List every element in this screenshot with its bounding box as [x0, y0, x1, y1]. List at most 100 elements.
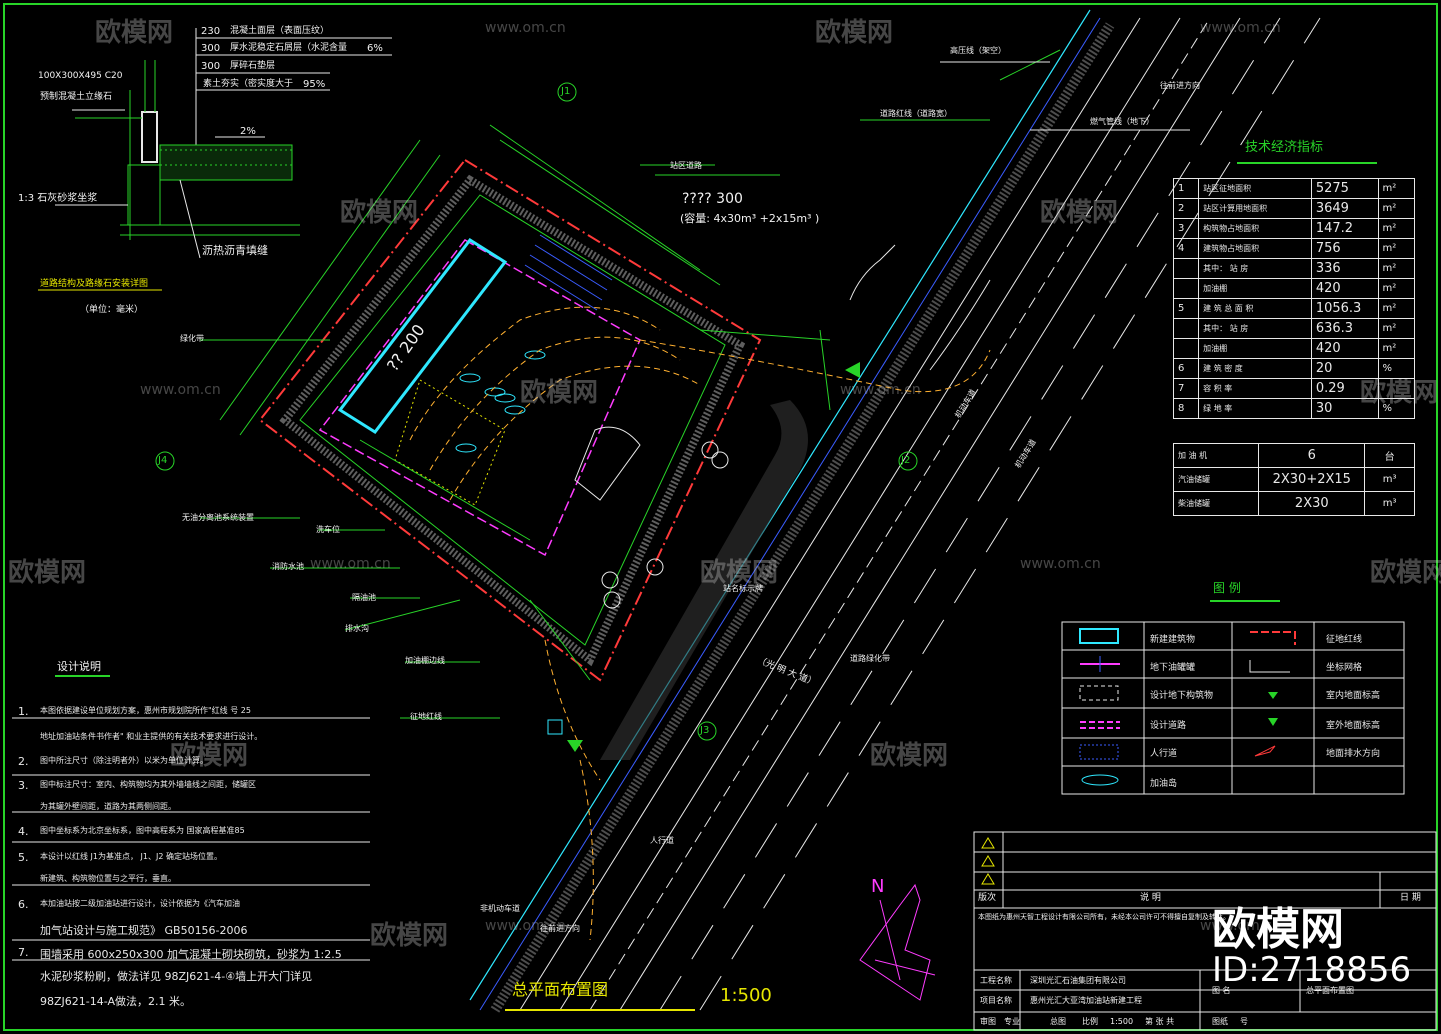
watermark-url: www.om.cn — [310, 556, 391, 572]
tech-cell-unit: m² — [1377, 218, 1416, 239]
tech-cell-no: 5 — [1172, 298, 1200, 319]
tech-cell-val: 1056.3 — [1310, 298, 1379, 319]
tech-cell-name: 加油棚 — [1198, 278, 1312, 299]
tech-cell-val: 336 — [1310, 258, 1379, 279]
road-detail-title: 道路结构及路缘石安装详图 — [40, 279, 149, 289]
tb-foot-cell: 第 张 共 — [1145, 1017, 1175, 1026]
watermark-brand: 欧模网 — [340, 198, 419, 228]
tech-cell-name: 加油棚 — [1198, 338, 1312, 359]
tech-cell-no: 2 — [1172, 198, 1200, 219]
tech-cell-unit: % — [1377, 358, 1416, 379]
tech-cell-unit: % — [1377, 398, 1416, 419]
tb-foot-cell: 审图 — [980, 1017, 996, 1026]
note-text: 加气站设计与施工规范》 GB50156-2006 — [40, 924, 248, 937]
watermark-url: www.om.cn — [1200, 918, 1281, 934]
tech-cell-val: 5275 — [1310, 178, 1379, 199]
label-oil-trap: 隔油池 — [352, 593, 376, 602]
marker-j2: J2 — [901, 455, 911, 466]
north-arrow — [859, 883, 936, 1001]
legend-label: 人行道 — [1150, 749, 1178, 759]
legend-label: 征地红线 — [1326, 635, 1363, 645]
watermark-brand: 欧模网 — [95, 18, 174, 48]
watermark-url: www.om.cn — [840, 382, 921, 398]
note-number: 1. — [18, 705, 29, 718]
note-text: 本图依据建设单位规划方案，惠州市规划院所作"红线 号 25 — [40, 706, 251, 715]
layer-desc: 素土夯实（密实度大于 — [203, 79, 294, 89]
note-text: 本设计以红线 J1为基准点， J1、J2 确定站场位置。 — [40, 852, 222, 861]
legend-label: 地下油罐罐 — [1150, 663, 1196, 673]
notes-title: 设计说明 — [57, 660, 101, 673]
watermark-url: www.om.cn — [485, 20, 566, 36]
layer-value: 6% — [367, 43, 383, 54]
watermark-url: www.om.cn — [1200, 20, 1281, 36]
tech-cell-val: 420 — [1310, 278, 1379, 299]
tech-cell-val: 30 — [1310, 398, 1379, 419]
tb-copyright: 本图纸为惠州天智工程设计有限公司所有，未经本公司许可不得擅自复制及转让。 — [978, 913, 1230, 921]
note-text: 图中坐标系为北京坐标系，图中高程系为 国家高程基准85 — [40, 826, 245, 835]
legend-label: 地面排水方向 — [1326, 749, 1381, 759]
tb-foot-cell: 号 — [1240, 1017, 1248, 1026]
road-detail-drawing — [38, 28, 392, 291]
label-grass: 绿化带 — [180, 334, 204, 343]
label-green-belt: 道路绿化带 — [850, 654, 890, 663]
tech-table-title: 技术经济指标 — [1245, 140, 1324, 155]
label-lane4: 往前进方向 — [540, 924, 580, 933]
tb-foot-cell: 1:500 — [1110, 1017, 1134, 1026]
tb-drawing-label: 图 名 — [1212, 986, 1231, 995]
north-label: N — [871, 876, 885, 897]
tech-cell-name: 建 筑 密 度 — [1198, 358, 1312, 379]
tech-cell-val: 636.3 — [1310, 318, 1379, 339]
note-text: 为其罐外壁间距，道路为其两侧间距。 — [40, 802, 176, 811]
plan-title: 总平面布置图 — [512, 980, 609, 999]
tech-cell-val: 3649 — [1310, 198, 1379, 219]
note-text: 图中所注尺寸（除注明者外）以米为单位计算。 — [40, 756, 208, 765]
note-number: 7. — [18, 946, 29, 959]
tech-cell-val: 20 — [1310, 358, 1379, 379]
label-high-voltage: 高压线（架空） — [950, 46, 1006, 55]
tech-cell-name: 其中： 站 房 — [1198, 318, 1312, 339]
curb-label: 预制混凝土立缘石 — [40, 92, 113, 102]
note-number: 3. — [18, 779, 29, 792]
marker-j3: J3 — [700, 725, 710, 736]
tb-version: 版次 — [978, 893, 997, 903]
tech-cell-no — [1172, 258, 1200, 279]
marker-j1: J1 — [561, 86, 571, 97]
note-text: 新建筑、构筑物位置与之平行，垂直。 — [40, 874, 176, 883]
label-canopy-edge: 加油棚边线 — [405, 656, 445, 665]
tech-cell-unit: m² — [1377, 338, 1416, 359]
watermark-url: www.om.cn — [140, 382, 221, 398]
note-text: 地址加油站条件书作者" 和业主提供的有关技术要求进行设计。 — [40, 732, 263, 741]
label-land-line: 征地红线 — [410, 712, 442, 721]
tech-cell-name: 构筑物占地面积 — [1198, 218, 1312, 239]
mortar-label: 1:3 石灰砂浆坐浆 — [18, 193, 98, 204]
equip-cell-name: 柴油储罐 — [1172, 491, 1260, 516]
layer-thickness: 300 — [201, 61, 221, 72]
legend-label: 新建建筑物 — [1150, 635, 1196, 645]
layer-thickness: 230 — [201, 26, 221, 37]
label-sign: 站名标示牌 — [723, 584, 763, 593]
equip-cell-unit: m³ — [1364, 467, 1415, 492]
legend-label: 室内地面标高 — [1326, 691, 1381, 701]
tb-project-label: 工程名称 — [980, 976, 1012, 985]
tb-description: 说 明 — [1140, 893, 1161, 903]
watermark-brand: 欧模网 — [170, 741, 249, 771]
tech-cell-unit: m² — [1377, 258, 1416, 279]
watermark-brand: 欧模网 — [1370, 558, 1441, 588]
legend-label: 设计道路 — [1150, 721, 1187, 731]
tech-cell-unit — [1377, 378, 1416, 399]
watermark-brand: 欧模网 — [870, 741, 949, 771]
tech-cell-unit: m² — [1377, 278, 1416, 299]
tank-capacity: (容量: 4x30m³ +2x15m³ ) — [680, 212, 820, 225]
tech-cell-val: 420 — [1310, 338, 1379, 359]
tech-cell-no — [1172, 278, 1200, 299]
layer-desc: 混凝土面层（表面压纹） — [230, 26, 330, 36]
equip-cell-val: 6 — [1258, 443, 1366, 468]
